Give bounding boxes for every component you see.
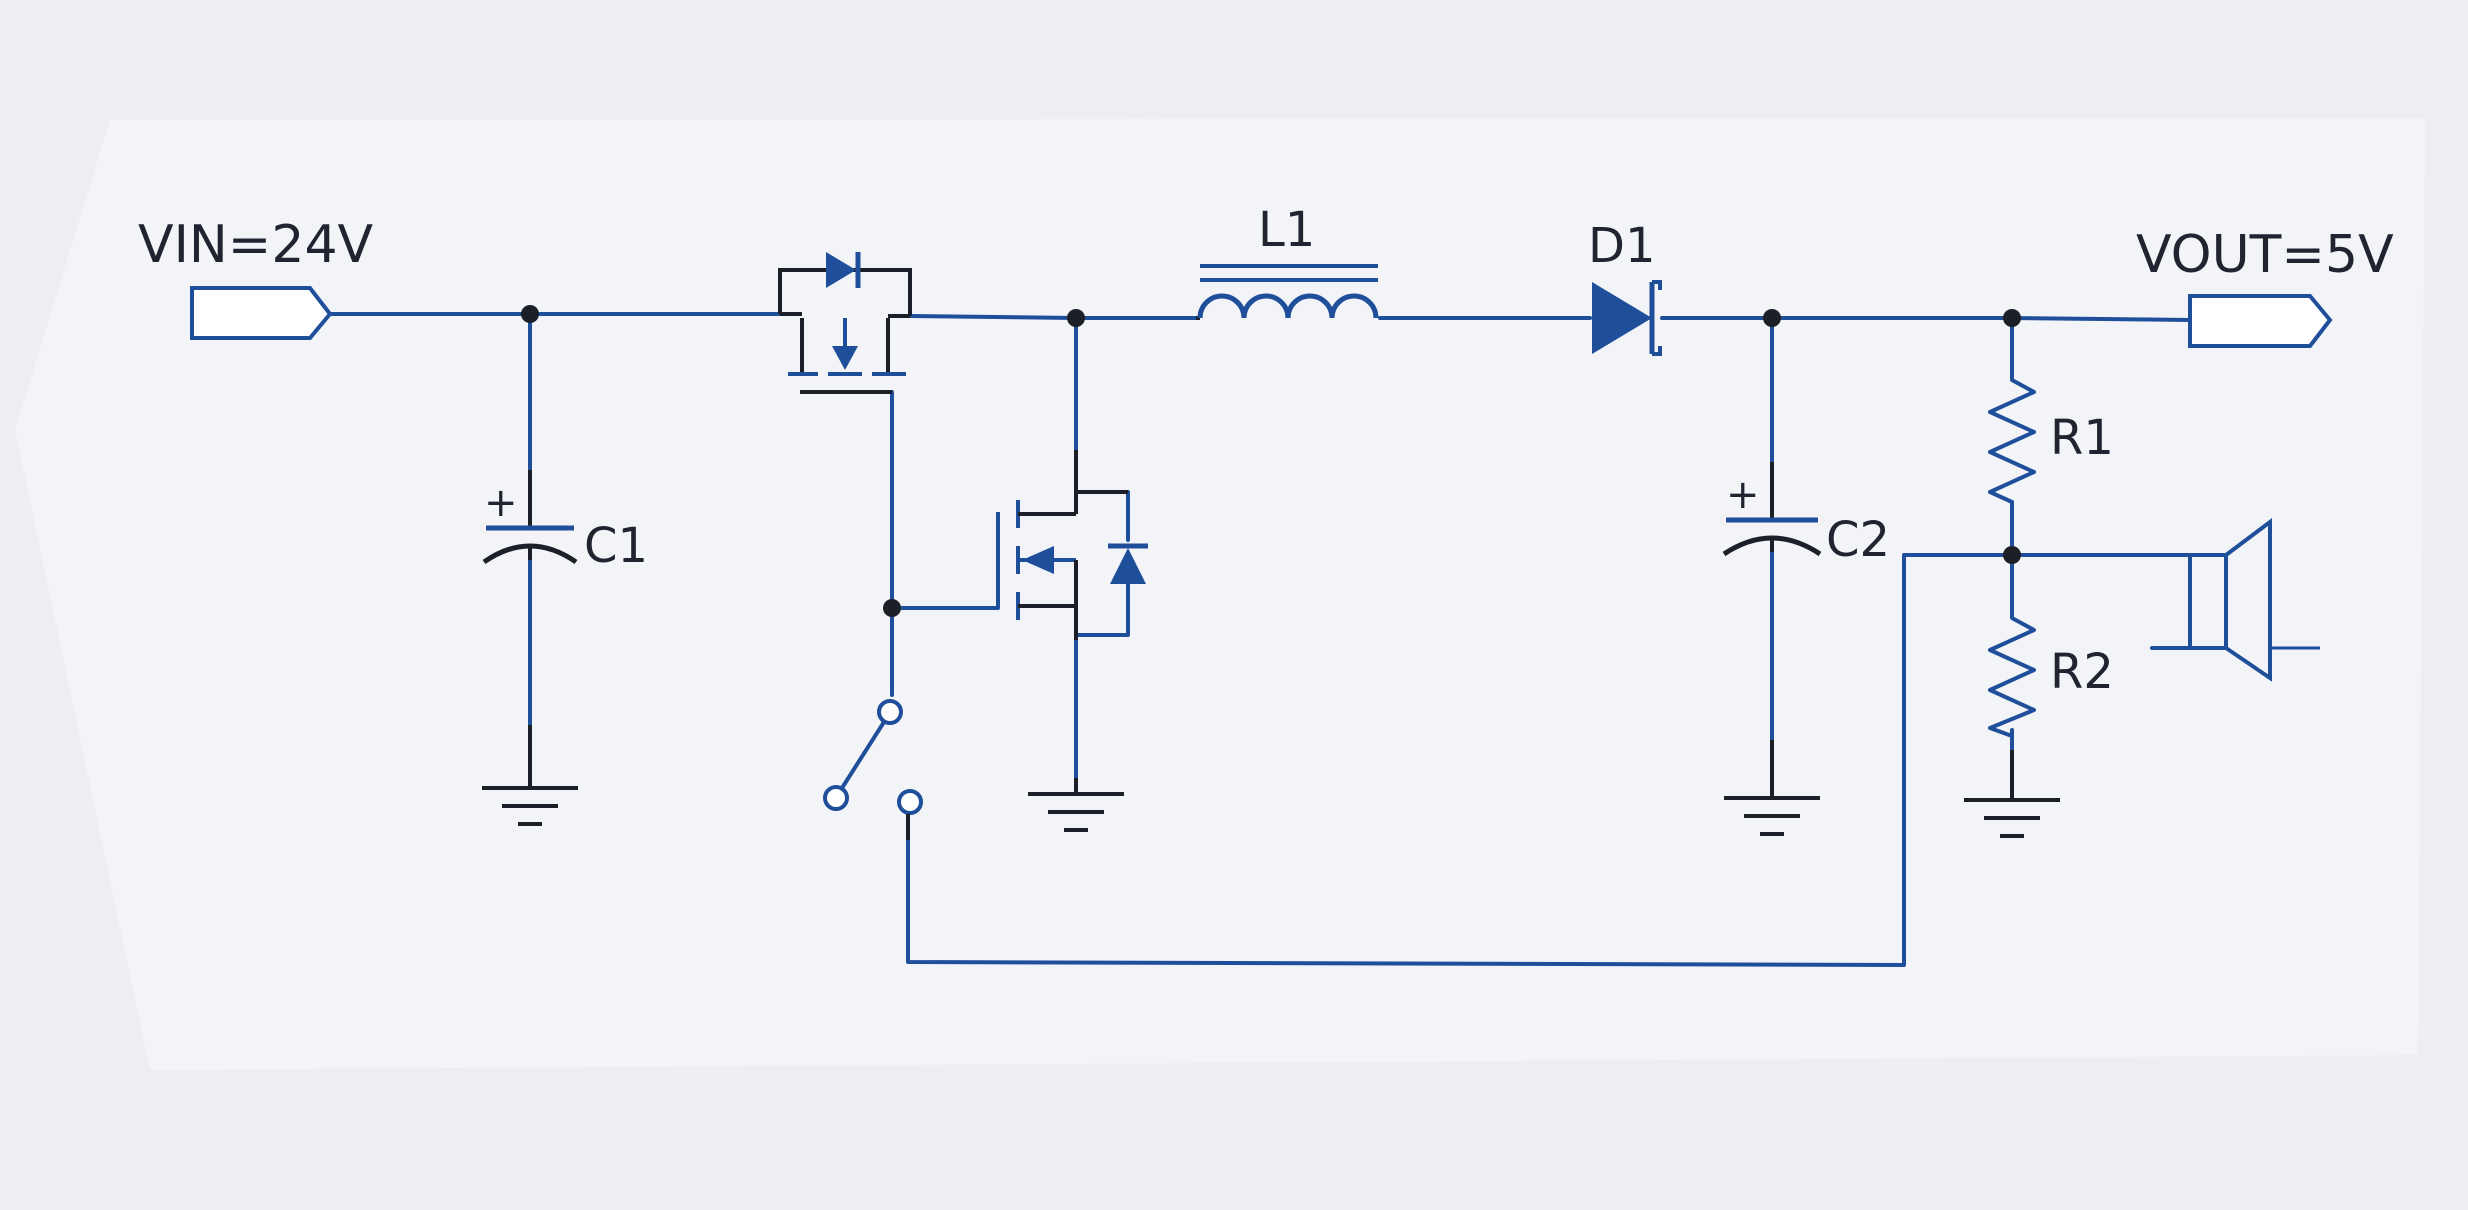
junction-gate xyxy=(883,599,901,617)
resistor-r1[interactable] xyxy=(1988,372,2036,504)
wires xyxy=(328,312,2192,967)
capacitor-c1[interactable] xyxy=(482,470,578,565)
input-port-icon[interactable] xyxy=(190,286,333,340)
label-d1: D1 xyxy=(1588,218,1656,274)
wire-r1-to-output xyxy=(2010,316,2192,322)
diode-d1[interactable] xyxy=(1592,280,1662,356)
ground-icon xyxy=(482,725,2060,838)
capacitor-c2[interactable] xyxy=(1722,462,1822,557)
output-port-icon[interactable] xyxy=(2188,294,2333,348)
junction-r1 xyxy=(2003,309,2021,327)
junction-c2 xyxy=(1763,309,1781,327)
ground-r2 xyxy=(1964,750,2060,838)
label-r2: R2 xyxy=(2050,644,2114,700)
ground-c1 xyxy=(482,725,578,826)
label-l1: L1 xyxy=(1258,202,1315,258)
wire-feedback-loop xyxy=(906,553,2014,967)
junction-dots xyxy=(521,305,2021,617)
speaker-icon[interactable] xyxy=(2188,518,2320,682)
junction-switch-node xyxy=(1067,309,1085,327)
ground-lowside xyxy=(1028,778,1124,832)
label-vin: VIN=24V xyxy=(138,215,374,275)
wire-lowside-diode-bottom xyxy=(1074,582,1130,637)
junction-c1 xyxy=(521,305,539,323)
switch-icon[interactable] xyxy=(823,699,923,840)
wire-highside-to-node xyxy=(908,314,1078,320)
label-c1: C1 xyxy=(584,518,648,574)
label-c2: C2 xyxy=(1826,512,1890,568)
label-c2-plus: + xyxy=(1726,472,1760,518)
mosfet-highside[interactable] xyxy=(778,252,912,394)
inductor-l1[interactable] xyxy=(1196,264,1379,320)
mosfet-lowside[interactable] xyxy=(996,450,1148,640)
ground-c2 xyxy=(1724,740,1820,836)
labels: VIN=24V VOUT=5V L1 D1 C1 C2 R1 R2 + + xyxy=(138,202,2394,700)
label-c1-plus: + xyxy=(484,480,518,526)
paper-sheet xyxy=(15,118,2425,1070)
label-r1: R1 xyxy=(2050,410,2114,466)
junction-feedback xyxy=(2003,546,2021,564)
resistor-r2[interactable] xyxy=(1988,610,2036,738)
label-vout: VOUT=5V xyxy=(2136,225,2394,285)
